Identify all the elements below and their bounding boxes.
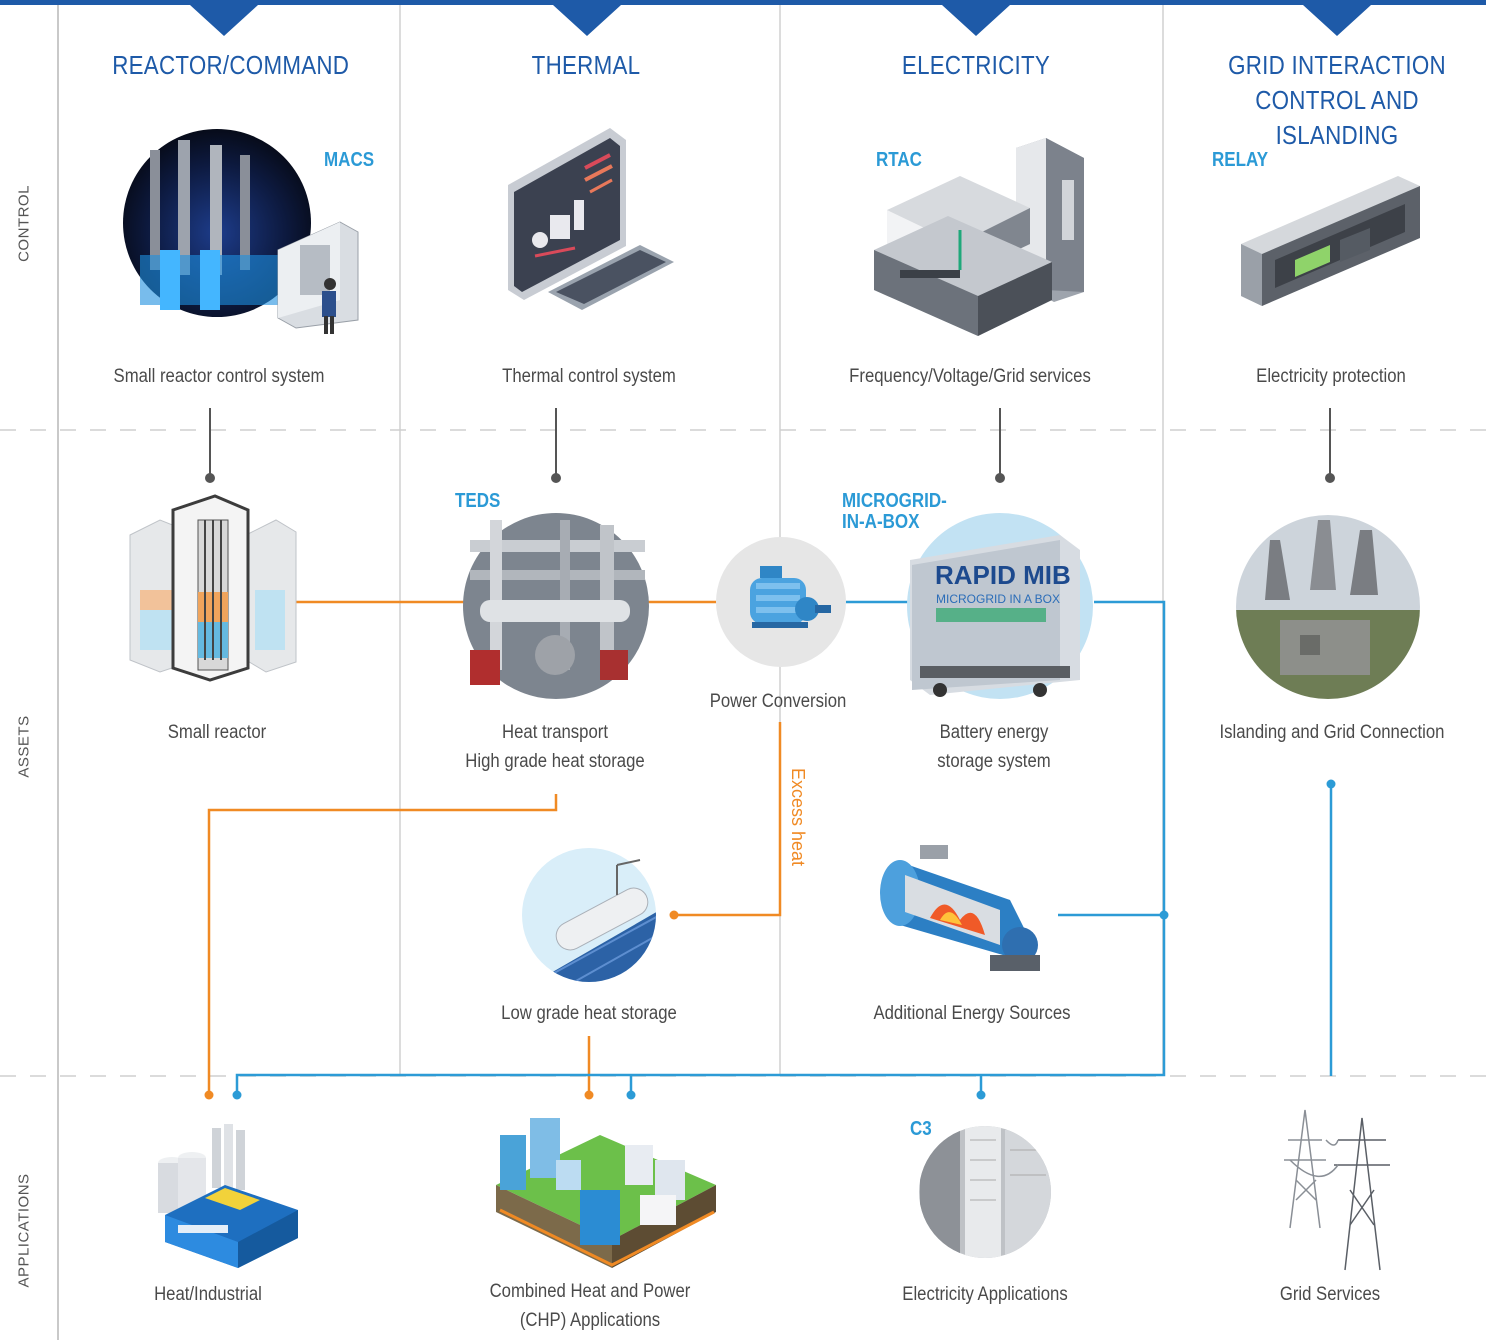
column-title-thermal: THERMAL xyxy=(474,48,698,83)
row-label-assets: ASSETS xyxy=(15,715,33,778)
factory-icon xyxy=(158,1124,298,1268)
small-reactor-icon xyxy=(129,494,297,682)
boiler-icon xyxy=(880,845,1040,971)
label-frequency-voltage: Frequency/Voltage/Grid services xyxy=(849,366,1091,387)
row-label-applications: APPLICATIONS xyxy=(15,1173,33,1288)
server-rack-icon xyxy=(874,138,1084,336)
heat-transport-photo xyxy=(463,513,649,699)
column-title-grid: GRID INTERACTION CONTROL AND ISLANDING xyxy=(1204,48,1471,153)
label-battery-storage-line2: storage system xyxy=(937,751,1051,772)
electric-flow-lines xyxy=(235,600,1333,1094)
column-title-reactor: REACTOR/COMMAND xyxy=(112,48,350,83)
column-title-electricity-text: ELECTRICITY xyxy=(901,50,1051,80)
label-electricity-protection: Electricity protection xyxy=(1256,366,1406,387)
label-electricity-applications: Electricity Applications xyxy=(902,1284,1068,1305)
row-label-control: CONTROL xyxy=(15,185,33,262)
protection-relay-icon xyxy=(1241,176,1420,306)
column-title-grid-line1: GRID INTERACTION xyxy=(1228,50,1446,80)
column-title-electricity: ELECTRICITY xyxy=(864,48,1088,83)
microgrid-container-photo: RAPID MIB MICROGRID IN A BOX xyxy=(907,513,1093,699)
column-title-thermal-text: THERMAL xyxy=(531,50,641,80)
label-grid-services: Grid Services xyxy=(1279,1284,1381,1305)
tag-rtac: RTAC xyxy=(876,149,922,171)
city-buildings-icon xyxy=(496,1118,716,1268)
substation-photo xyxy=(1236,515,1420,699)
label-battery-storage: Battery energy storage system xyxy=(862,718,1126,776)
electric-flow-endpoints xyxy=(232,779,1336,1100)
label-battery-storage-line1: Battery energy xyxy=(939,722,1049,743)
label-chp-line1: Combined Heat and Power xyxy=(489,1281,691,1302)
column-arrow-grid xyxy=(1303,5,1371,36)
data-center-photo xyxy=(919,1126,1051,1258)
label-small-reactor: Small reactor xyxy=(167,722,267,743)
label-additional-energy: Additional Energy Sources xyxy=(873,1003,1071,1024)
label-heat-industrial: Heat/Industrial xyxy=(154,1284,262,1305)
column-title-reactor-text: REACTOR/COMMAND xyxy=(112,50,350,80)
microgrid-photo-subtitle: MICROGRID IN A BOX xyxy=(936,592,1060,606)
top-banner xyxy=(0,0,1486,5)
label-heat-transport: Heat transport High grade heat storage xyxy=(423,718,687,776)
label-heat-transport-line2: High grade heat storage xyxy=(465,751,645,772)
label-thermal-control: Thermal control system xyxy=(502,366,676,387)
label-chp: Combined Heat and Power (CHP) Applicatio… xyxy=(458,1277,722,1335)
label-islanding: Islanding and Grid Connection xyxy=(1219,722,1445,743)
thermal-flow-lines xyxy=(207,600,782,1094)
column-arrow-thermal xyxy=(553,5,621,36)
label-small-reactor-control: Small reactor control system xyxy=(113,366,325,387)
column-arrow-electricity xyxy=(942,5,1010,36)
label-chp-line2: (CHP) Applications xyxy=(519,1310,661,1331)
label-power-conversion: Power Conversion xyxy=(709,691,847,712)
column-title-grid-line2: CONTROL AND ISLANDING xyxy=(1255,85,1419,150)
thermal-flow-endpoints xyxy=(204,910,679,1100)
tag-microgrid: MICROGRID- IN-A-BOX xyxy=(842,491,947,533)
tag-teds: TEDS xyxy=(455,490,501,512)
column-arrow-reactor xyxy=(190,5,258,36)
label-heat-transport-line1: Heat transport xyxy=(502,722,608,743)
label-excess-heat: Excess heat xyxy=(788,768,808,867)
monitor-keyboard-icon xyxy=(508,128,674,310)
tag-microgrid-line1: MICROGRID- xyxy=(842,490,947,512)
control-connectors xyxy=(205,408,1335,483)
water-heater-tank-icon xyxy=(522,848,656,982)
label-low-grade-heat: Low grade heat storage xyxy=(501,1003,677,1024)
tag-macs: MACS xyxy=(324,149,375,171)
reactor-control-room-photo xyxy=(123,129,359,334)
microgrid-photo-title: RAPID MIB xyxy=(935,560,1071,590)
transmission-tower-icon xyxy=(1284,1109,1390,1271)
electric-motor-icon xyxy=(716,537,846,667)
tag-c3: C3 xyxy=(910,1118,932,1140)
tag-relay: RELAY xyxy=(1212,149,1269,171)
tag-microgrid-line2: IN-A-BOX xyxy=(842,511,920,533)
